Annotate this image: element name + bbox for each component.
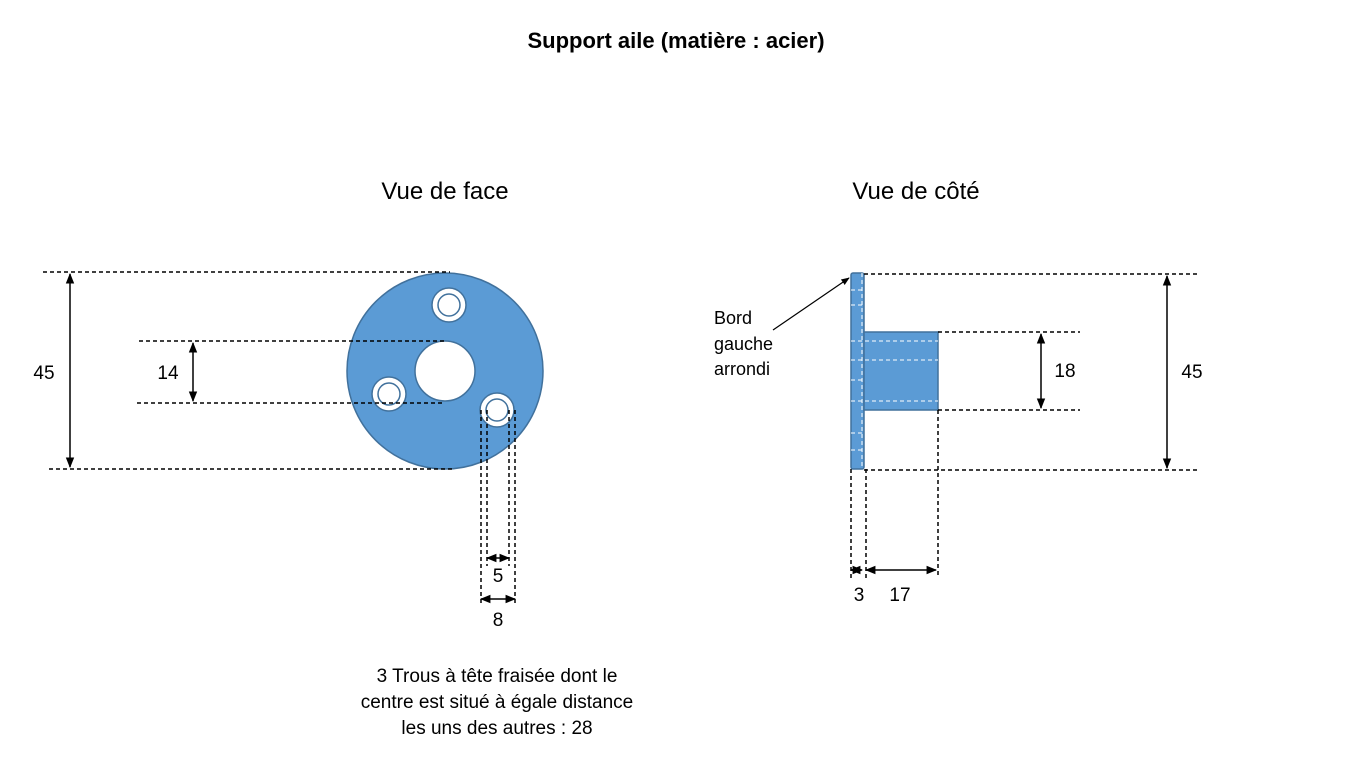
callout-label: Bord gauche arrondi: [714, 308, 778, 379]
front-extension-lines: [43, 271, 516, 606]
countersunk-hole: [431, 287, 467, 323]
drawing-title: Support aile (matière : acier): [527, 28, 824, 53]
front-view-title: Vue de face: [381, 178, 508, 205]
side-dimension-lines: [849, 274, 1172, 575]
dim-plate-height: 45: [1181, 362, 1202, 383]
dim-hole-inner: 5: [493, 566, 504, 587]
hidden-lines: [851, 273, 938, 469]
front-view: Vue de face: [33, 178, 544, 631]
dim-boss-height: 18: [1054, 361, 1075, 382]
note-line: centre est situé à égale distance: [360, 692, 634, 713]
center-hole: [414, 340, 476, 402]
countersunk-hole: [371, 376, 407, 412]
side-boss: [863, 331, 939, 411]
side-view-title: Vue de côté: [852, 178, 979, 205]
front-dimension-lines: [65, 272, 517, 604]
callout-leader: [772, 277, 850, 331]
note-line: les uns des autres : 28: [401, 718, 593, 739]
side-view: Vue de côté: [714, 178, 1203, 606]
hole-note: 3 Trous à tête fraisée dont le centre es…: [337, 664, 657, 742]
dim-plate-thickness: 3: [854, 585, 865, 606]
note-line: 3 Trous à tête fraisée dont le: [376, 666, 618, 687]
dim-hole-outer: 8: [493, 610, 504, 631]
side-extension-lines: [850, 273, 1200, 578]
dim-outer-diameter: 45: [33, 363, 54, 384]
dim-boss-length: 17: [889, 585, 910, 606]
countersunk-hole: [479, 392, 515, 428]
dim-center-hole: 14: [157, 363, 179, 384]
